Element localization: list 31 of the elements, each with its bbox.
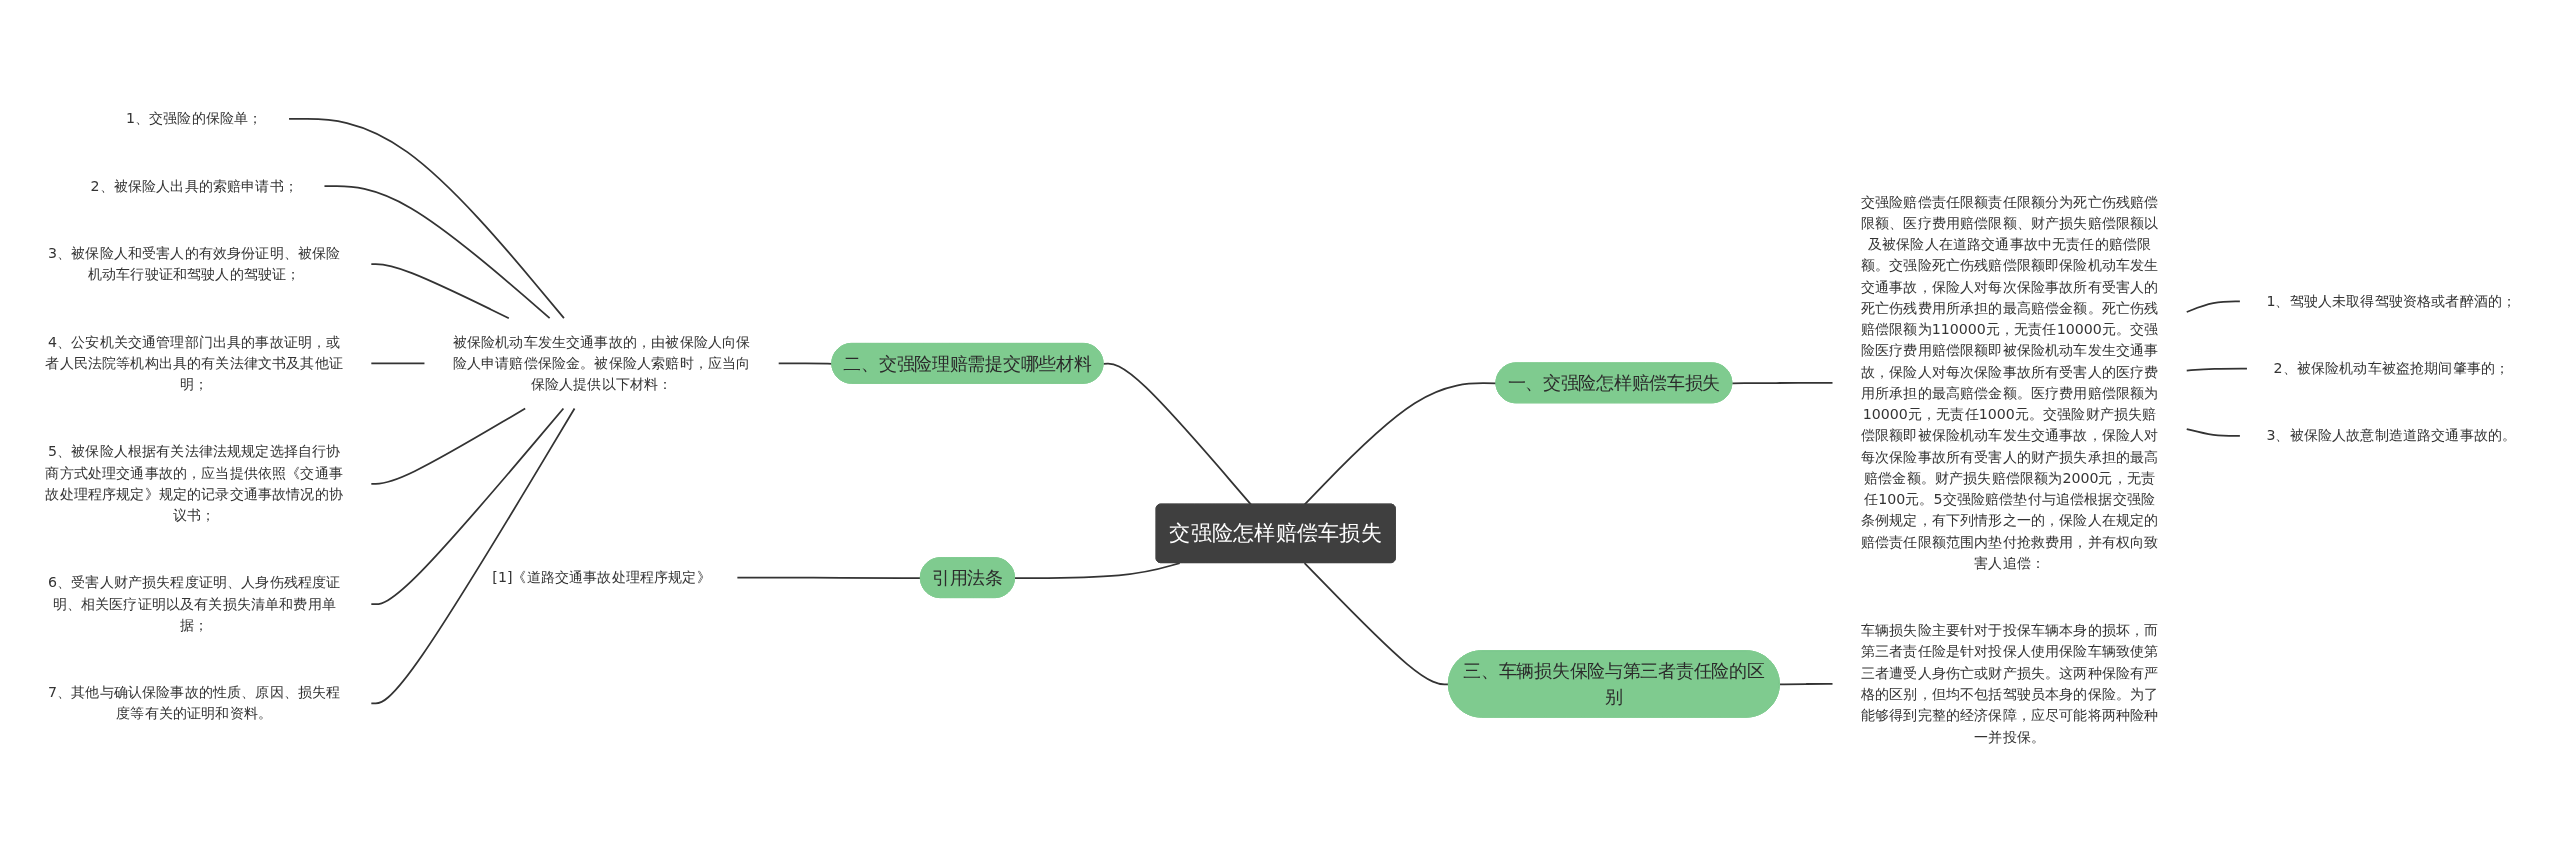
node-text: 1、交强险的保险单； [125, 110, 263, 127]
node-text: 4、公安机关交通管理部门出具的事故证明，或者人民法院等机构出具的有关法律文书及其他证明； [45, 333, 343, 393]
connector [2185, 367, 2248, 372]
node-text: 6、受害人财产损失程度证明、人身伤残程度证明、相关医疗证明以及有关损失清单和费用单据； [48, 574, 341, 634]
node-text: 2、被保险机动车被盗抢期间肇事的； [2273, 359, 2510, 377]
node-text: 被保险机动车发生交通事故的，由被保险人向保险人申请赔偿保险金。被保险人索赔时，应当向保险人提供以下材料： [452, 333, 751, 393]
connector [370, 407, 565, 606]
connector [370, 407, 576, 705]
connector [2185, 300, 2241, 313]
node-text: 交强险赔偿责任限额责任限额分为死亡伤残赔偿限额、医疗费用赔偿限额、财产损失赔偿限额以及被保险人在道路交通事故中无责任的赔偿限额。交强险死亡伤残赔偿限额即保险机动车发生交通事故，保险人对每次保险事故所有受害人的死亡伤残费用所承担的最高赔偿金额。死亡伤残赔偿限额为110000元，无责任10000元。交强险医疗费用赔偿限额即被保险机动车发生交通事故，保险人对每次保险事故所有受害人的医疗费用所承担的最高赔偿金额。医疗费用赔偿限额为10000元，无责任1000元。交强险财产损失赔偿限额即被保险机动车发生交通事故，保险人对每次保险事故所有受害人的财产损失承担的最高赔偿金额。财产损失赔偿限额为2000元，无责任100元。5交强险赔偿垫付与追偿根据交强险条例规定，有下列情形之一的，保险人在规定的赔偿责任限额范围内垫付抢救费用，并有权向致害人追偿： [1860, 193, 2159, 572]
connector [736, 576, 922, 579]
node-text: 2、被保险人出具的索赔申请书； [90, 177, 298, 195]
connector [2185, 428, 2241, 437]
connector [288, 118, 565, 320]
connector [370, 407, 527, 485]
connector [370, 263, 510, 320]
node-text: 3、被保险人故意制造道路交通事故的。 [2266, 427, 2517, 444]
connector [1014, 562, 1181, 579]
node-text: 5、被保险人根据有关法律法规规定选择自行协商方式处理交通事故的，应当提供依照《交通事故处理程序规定》规定的记录交通事故情况的协议书； [45, 443, 343, 524]
node-text: 1、驾驶人未取得驾驶资格或者醉酒的； [2266, 292, 2517, 310]
connector [1102, 362, 1252, 506]
node-text: 3、被保险人和受害人的有效身份证明、被保险机动车行驶证和驾驶人的驾驶证； [48, 244, 341, 283]
connector [1303, 382, 1498, 506]
connector [323, 185, 551, 320]
connector [1778, 683, 1834, 686]
node-text: 车辆损失险主要针对于投保车辆本身的损坏，而第三者责任险是针对投保人使用保险车辆致使第三者遭受人身伤亡或财产损失。这两种保险有严格的区别，但均不包括驾驶员本身的保险。为了能够得到完整的经济保障，应尽可能将两种险种一并投保。 [1860, 621, 2159, 746]
node-text: [1]《道路交通事故处理程序规定》 [492, 568, 711, 586]
connector [370, 362, 426, 365]
connector [1303, 562, 1450, 686]
connector [1731, 381, 1834, 385]
node-text: 7、其他与确认保险事故的性质、原因、损失程度等有关的证明和资料。 [48, 683, 341, 723]
